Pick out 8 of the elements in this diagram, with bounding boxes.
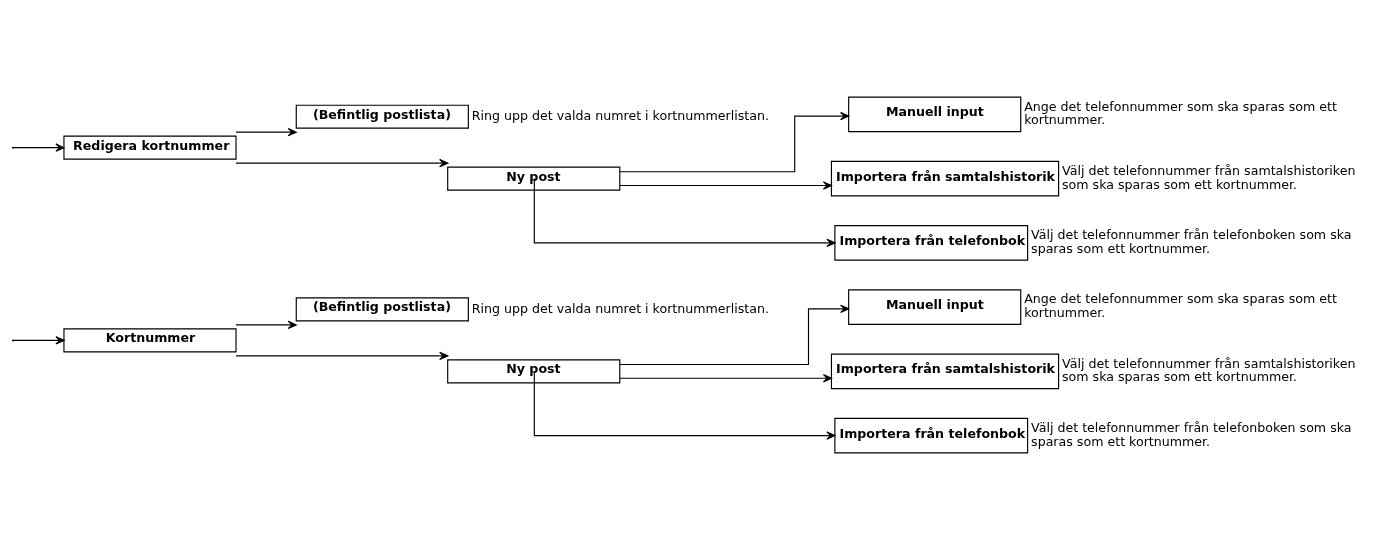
node-label: Ring upp det valda numret i kortnummerlistan. xyxy=(471,300,770,316)
node-label: Ange det telefonnummer som ska sparas som ett kortnummer. xyxy=(1024,291,1337,321)
node-label: Välj det telefonnummer från telefonboken som ska sparas som ett kortnummer. xyxy=(1031,419,1352,449)
node-label: Ange det telefonnummer som ska sparas som ett kortnummer. xyxy=(1024,98,1337,128)
node-label: Välj det telefonnummer från telefonboken som ska sparas som ett kortnummer. xyxy=(1031,227,1352,256)
node-label: Välj det telefonnummer från samtalshistoriken som ska sparas som ett kortnummer. xyxy=(1062,162,1356,192)
node-label: Ring upp det valda numret i kortnummerlistan. xyxy=(471,107,770,123)
node-label: Välj det telefonnummer från samtalshistoriken som ska sparas som ett kortnummer. xyxy=(1062,355,1356,385)
